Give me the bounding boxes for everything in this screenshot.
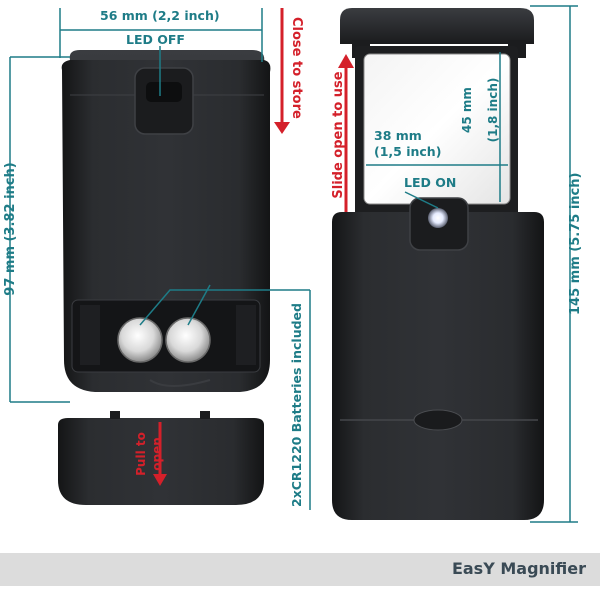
brand-name: EasY Magnifier bbox=[451, 559, 586, 578]
pull-to-open-line1: Pull to bbox=[134, 432, 148, 476]
close-to-store-label: Close to store bbox=[289, 17, 304, 119]
footer-bar: EasY Magnifier bbox=[0, 553, 600, 586]
slide-open-label: Slide open to use bbox=[331, 71, 346, 199]
height-open-label: 145 mm (5.75 inch) bbox=[568, 172, 583, 315]
batteries-label: 2xCR1220 Batteries included bbox=[289, 303, 304, 507]
closed-magnifier-body bbox=[61, 50, 271, 392]
dimension-lines bbox=[9, 5, 578, 523]
lens-height-line1: 45 mm bbox=[460, 87, 474, 133]
width-closed-label: 56 mm (2,2 inch) bbox=[100, 8, 220, 23]
led-off-label: LED OFF bbox=[126, 32, 185, 47]
open-magnifier-body bbox=[332, 8, 544, 520]
lens-height-line2: (1,8 inch) bbox=[486, 77, 500, 143]
red-arrows bbox=[153, 8, 354, 486]
lens-width-line1: 38 mm bbox=[374, 128, 422, 143]
led-on-label: LED ON bbox=[404, 175, 457, 190]
height-closed-label: 97 mm (3.82 inch) bbox=[3, 162, 18, 296]
pull-to-open-line2: open bbox=[150, 437, 164, 471]
lens-width-line2: (1,5 inch) bbox=[374, 144, 442, 159]
